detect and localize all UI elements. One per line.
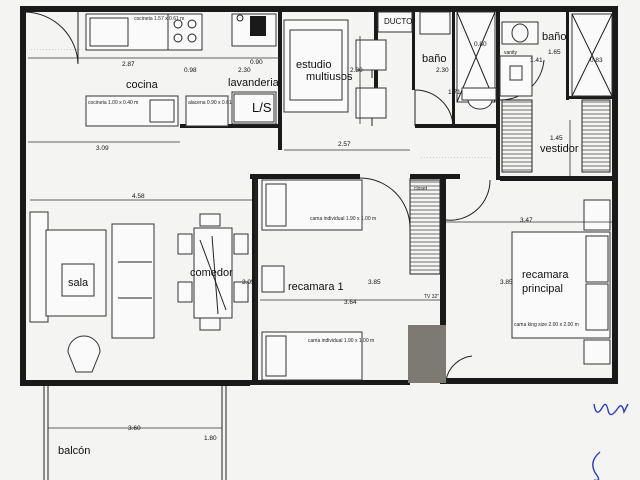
label-bano-small: baño: [422, 53, 446, 65]
svg-text:························: ························: [420, 152, 492, 162]
fixture-labels: L/S cocineta 1.57 x 0.61 m cocineta 1.00…: [88, 16, 579, 344]
label-balcon: balcón: [58, 445, 90, 457]
dim-141: 1.41: [530, 57, 543, 64]
label-recamara-principal-2: principal: [522, 283, 563, 295]
label-cocineta-bottom: cocineta 1.00 x 0.40 m: [88, 100, 138, 106]
dim-171: 1.71: [448, 89, 461, 96]
master-bed: [511, 199, 611, 365]
studio-furniture: [283, 19, 387, 126]
dim-098: 0.98: [184, 67, 197, 74]
hatched-closets: [409, 99, 611, 275]
dim-257: 2.57: [338, 141, 351, 148]
structural-column: [408, 325, 446, 383]
dim-080: 0.80: [474, 41, 487, 48]
dim-230c: 2.30: [436, 67, 449, 74]
label-recamara-1: recamara 1: [288, 281, 344, 293]
label-estudio: estudio: [296, 59, 331, 71]
label-cama-individual-top: cama individual 1.90 x 1.00 m: [310, 216, 376, 222]
dimension-labels: 2.87 0.98 2.30 0.90 2.30 2.30 0.80 1.41 …: [96, 41, 603, 442]
dim-083: 0.83: [590, 57, 603, 64]
dim-385a: 3.85: [368, 279, 381, 286]
dim-458: 4.58: [132, 193, 145, 200]
room-labels: cocina lavanderia estudio multiusos baño…: [58, 17, 579, 457]
balcony-outline: [43, 386, 227, 480]
outer-walls: [20, 6, 618, 386]
label-closet: closet: [414, 186, 428, 192]
dim-347: 3.47: [520, 217, 533, 224]
dim-165: 1.65: [548, 49, 561, 56]
label-comedor: comedor: [190, 267, 233, 279]
bleed-through-text: ························· ··············…: [30, 44, 492, 162]
label-cama-king: cama king size 2.00 x 2.00 m: [514, 322, 579, 328]
label-ducto: DUCTO: [384, 17, 412, 26]
bathroom-fixtures: [377, 11, 613, 110]
living-room-furniture: [29, 211, 155, 373]
dim-230a: 2.30: [238, 67, 251, 74]
dim-230b: 2.30: [350, 67, 363, 74]
label-lavanderia: lavanderia: [228, 77, 280, 89]
dining-furniture: [177, 213, 249, 331]
dim-180: 1.80: [204, 435, 217, 442]
dim-385b: 3.85: [500, 279, 513, 286]
label-recamara-principal-1: recamara: [522, 269, 569, 281]
dim-145: 1.45: [550, 135, 563, 142]
label-multiusos: multiusos: [306, 71, 353, 83]
label-alacena: alacena 0.90 x 0.61: [188, 100, 232, 106]
label-sala: sala: [68, 277, 89, 289]
svg-text:·························: ·························: [30, 44, 105, 54]
handwritten-signature: [592, 403, 629, 480]
label-cama-individual-bottom: cama individual 1.90 x 1.00 m: [308, 338, 374, 344]
bedroom-1-furniture: [261, 179, 363, 381]
dim-090: 0.90: [250, 59, 263, 66]
dim-309: 3.09: [96, 145, 109, 152]
kitchen-fixtures: [85, 13, 277, 127]
label-vestidor: vestidor: [540, 143, 579, 155]
label-vanity: vanity: [504, 50, 518, 56]
dim-364: 3.64: [344, 299, 357, 306]
label-cocina: cocina: [126, 79, 159, 91]
dim-395: 3.95: [242, 279, 255, 286]
dim-360: 3.60: [128, 425, 141, 432]
dim-287: 2.87: [122, 61, 135, 68]
label-bano-main: baño: [542, 31, 566, 43]
label-ls: L/S: [252, 100, 272, 115]
label-cocineta-top: cocineta 1.57 x 0.61 m: [134, 16, 184, 22]
dimension-lines: [28, 36, 612, 429]
label-tv: TV 32": [424, 294, 439, 300]
